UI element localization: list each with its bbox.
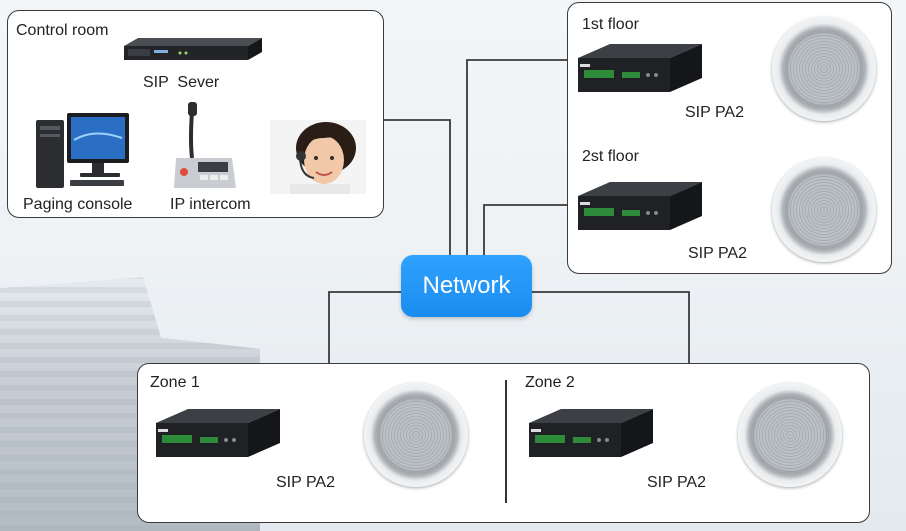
network-node: Network — [401, 255, 532, 317]
floor-1-device-label: SIP PA2 — [685, 104, 744, 121]
ceiling-speaker-icon — [772, 158, 876, 262]
line-floor-1 — [466, 59, 568, 255]
desktop-pc-icon — [36, 113, 129, 188]
floor-2-title: 2st floor — [582, 148, 639, 165]
sip-pa2-amplifier-icon — [156, 409, 280, 457]
zone-2-device-label: SIP PA2 — [647, 474, 706, 491]
paging-console-label: Paging console — [23, 196, 133, 213]
sip-server-label: SIP Sever — [143, 74, 220, 91]
gooseneck-microphone-icon — [174, 102, 236, 188]
line-floor-2 — [483, 204, 568, 255]
zone-2-title: Zone 2 — [525, 374, 575, 391]
zone-divider — [505, 380, 507, 503]
ceiling-speaker-icon — [364, 383, 468, 487]
ip-intercom-label: IP intercom — [170, 196, 251, 213]
line-zone-1 — [328, 291, 401, 363]
sip-pa2-amplifier-icon — [529, 409, 653, 457]
line-zone-2 — [532, 291, 690, 363]
ceiling-speaker-icon — [738, 383, 842, 487]
rack-server-icon — [124, 38, 262, 60]
ceiling-speaker-icon — [772, 17, 876, 121]
headset-operator-photo — [270, 120, 366, 194]
control-room-title: Control room — [16, 22, 109, 39]
zone-1-title: Zone 1 — [150, 374, 200, 391]
sip-pa2-amplifier-icon — [578, 44, 702, 92]
floor-1-title: 1st floor — [582, 16, 639, 33]
sip-pa2-amplifier-icon — [578, 182, 702, 230]
zone-1-device-label: SIP PA2 — [276, 474, 335, 491]
floor-2-device-label: SIP PA2 — [688, 245, 747, 262]
line-control-room — [383, 119, 451, 255]
